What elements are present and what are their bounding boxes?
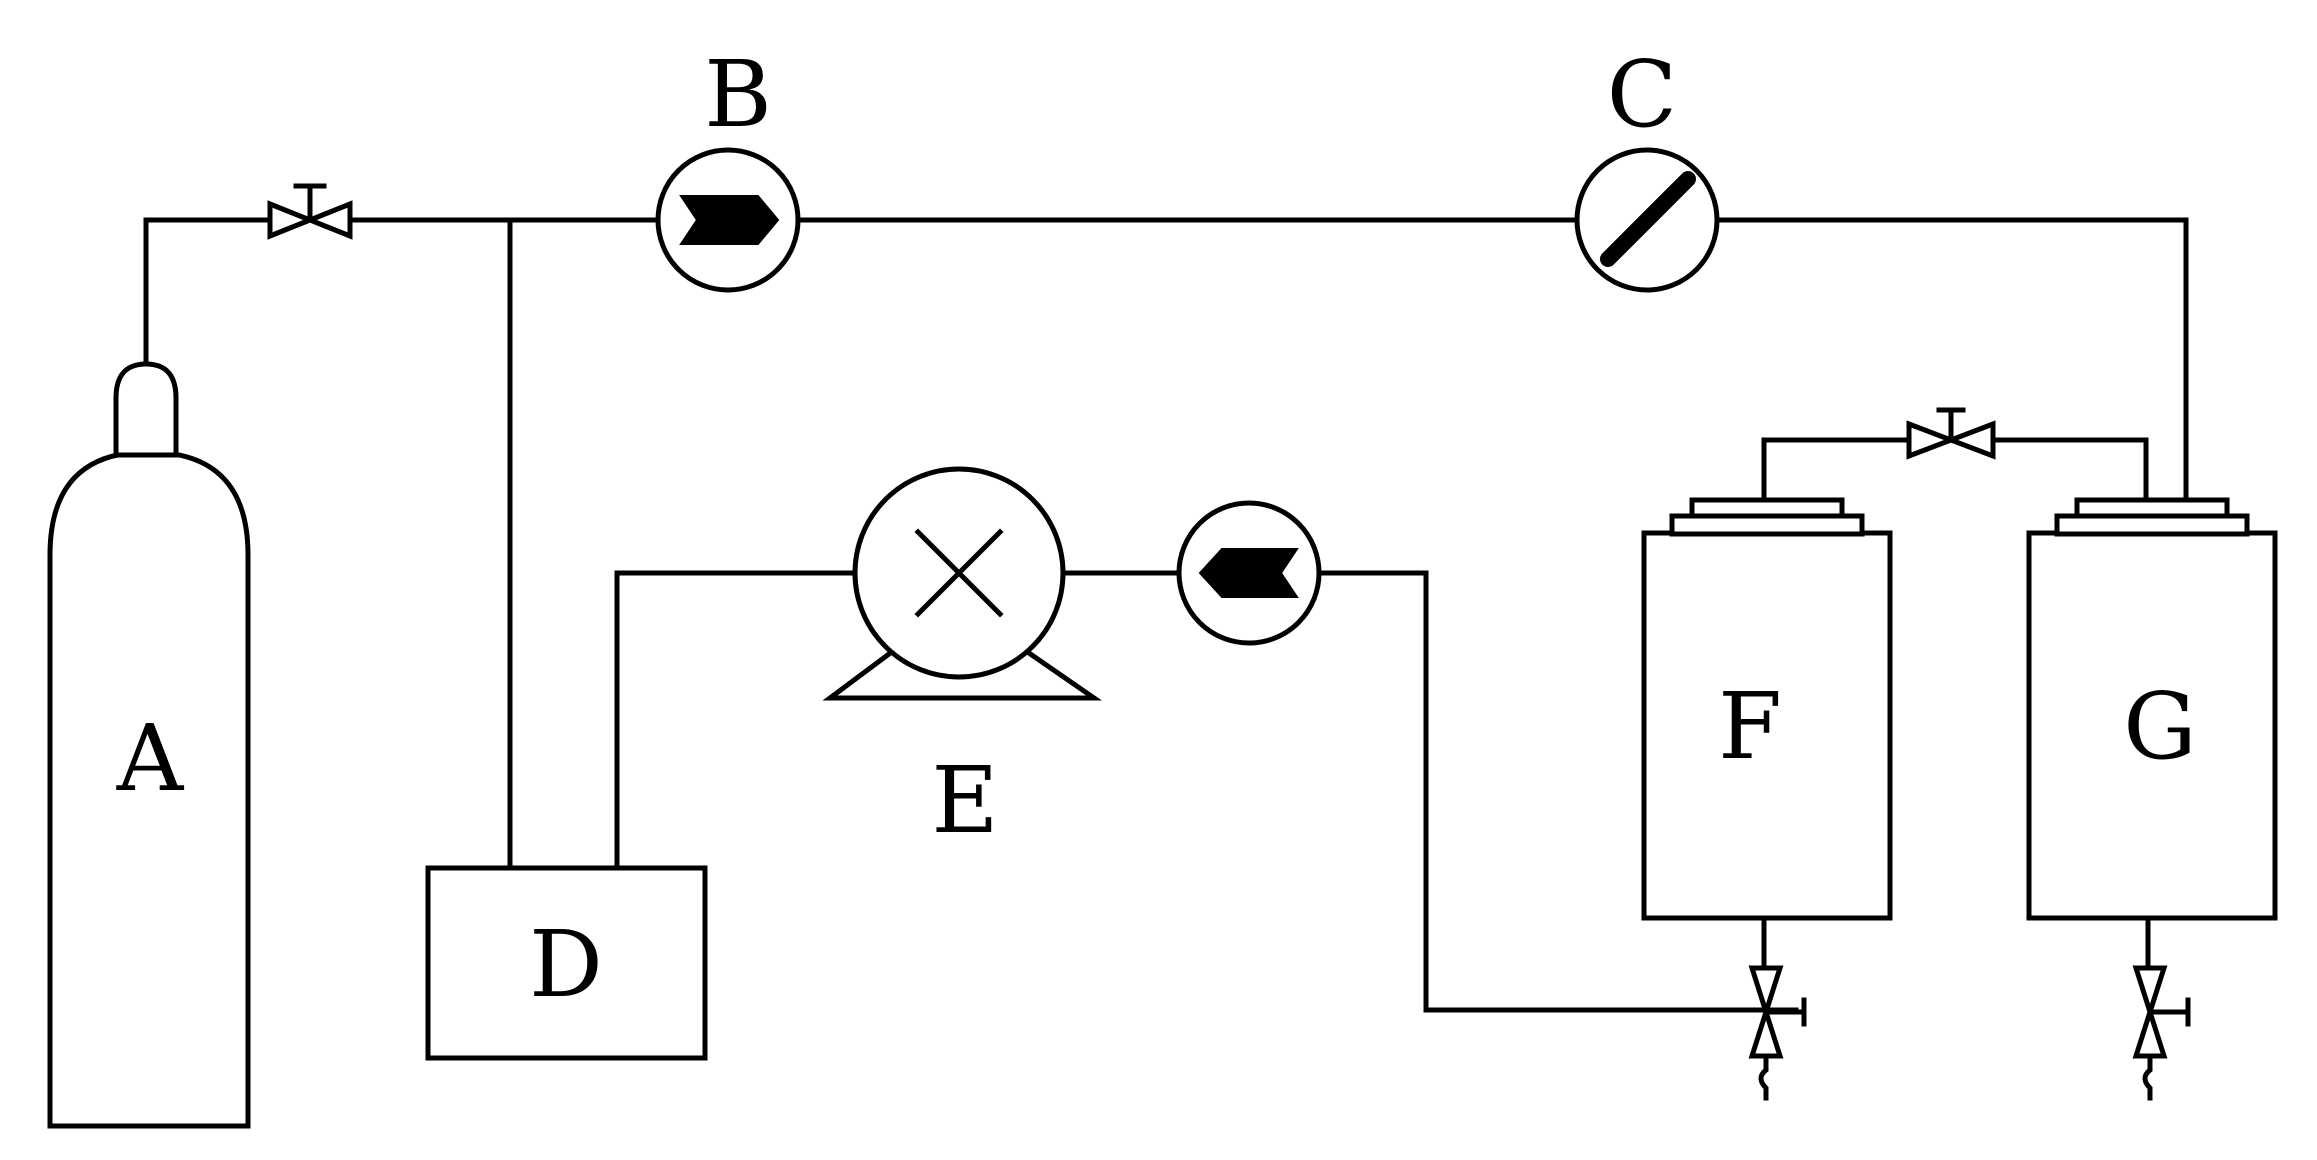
pipe-d-to-pump-e — [614, 570, 859, 871]
vessel-g-label: G — [2123, 673, 2197, 780]
pipe-cylinder-to-main-line — [143, 217, 273, 365]
drain-valve-f — [1748, 965, 1807, 1101]
pump-e: E — [822, 466, 1103, 854]
vessel-g: G — [2026, 497, 2278, 921]
unit-d-label: D — [529, 911, 603, 1018]
pressure-gauge-c: C — [1574, 41, 1720, 293]
pump-label: E — [931, 747, 998, 854]
needle-valve-bypass — [1906, 407, 1996, 460]
gauge-label: C — [1607, 41, 1677, 148]
pipe-f-to-g-bypass — [1761, 437, 1909, 503]
pipe-check-meter-to-f-outlet — [1315, 570, 1799, 1013]
vessel-f: F — [1641, 497, 1893, 921]
vessel-f-label: F — [1718, 673, 1782, 780]
drain-spout-g-icon — [2142, 1053, 2153, 1101]
cylinder-label: A — [116, 705, 185, 812]
drain-spout-f-icon — [1758, 1053, 1769, 1101]
pipe-bypass-to-g — [1993, 437, 2149, 503]
gauge-needle-icon — [1600, 171, 1696, 267]
pipe-c-to-vessel-g — [1714, 217, 2189, 503]
needle-valve-main — [267, 183, 353, 240]
check-meter — [1176, 500, 1322, 646]
flow-meter-label: B — [704, 41, 772, 148]
flow-arrow-left-icon — [1198, 548, 1299, 598]
drain-valve-g — [2132, 965, 2191, 1101]
flow-arrow-right-icon — [679, 195, 780, 245]
flow-meter-b: B — [655, 41, 801, 293]
pipelines — [143, 217, 2189, 1013]
gas-cylinder-a: A — [47, 361, 251, 1129]
unit-d: D — [425, 865, 708, 1061]
